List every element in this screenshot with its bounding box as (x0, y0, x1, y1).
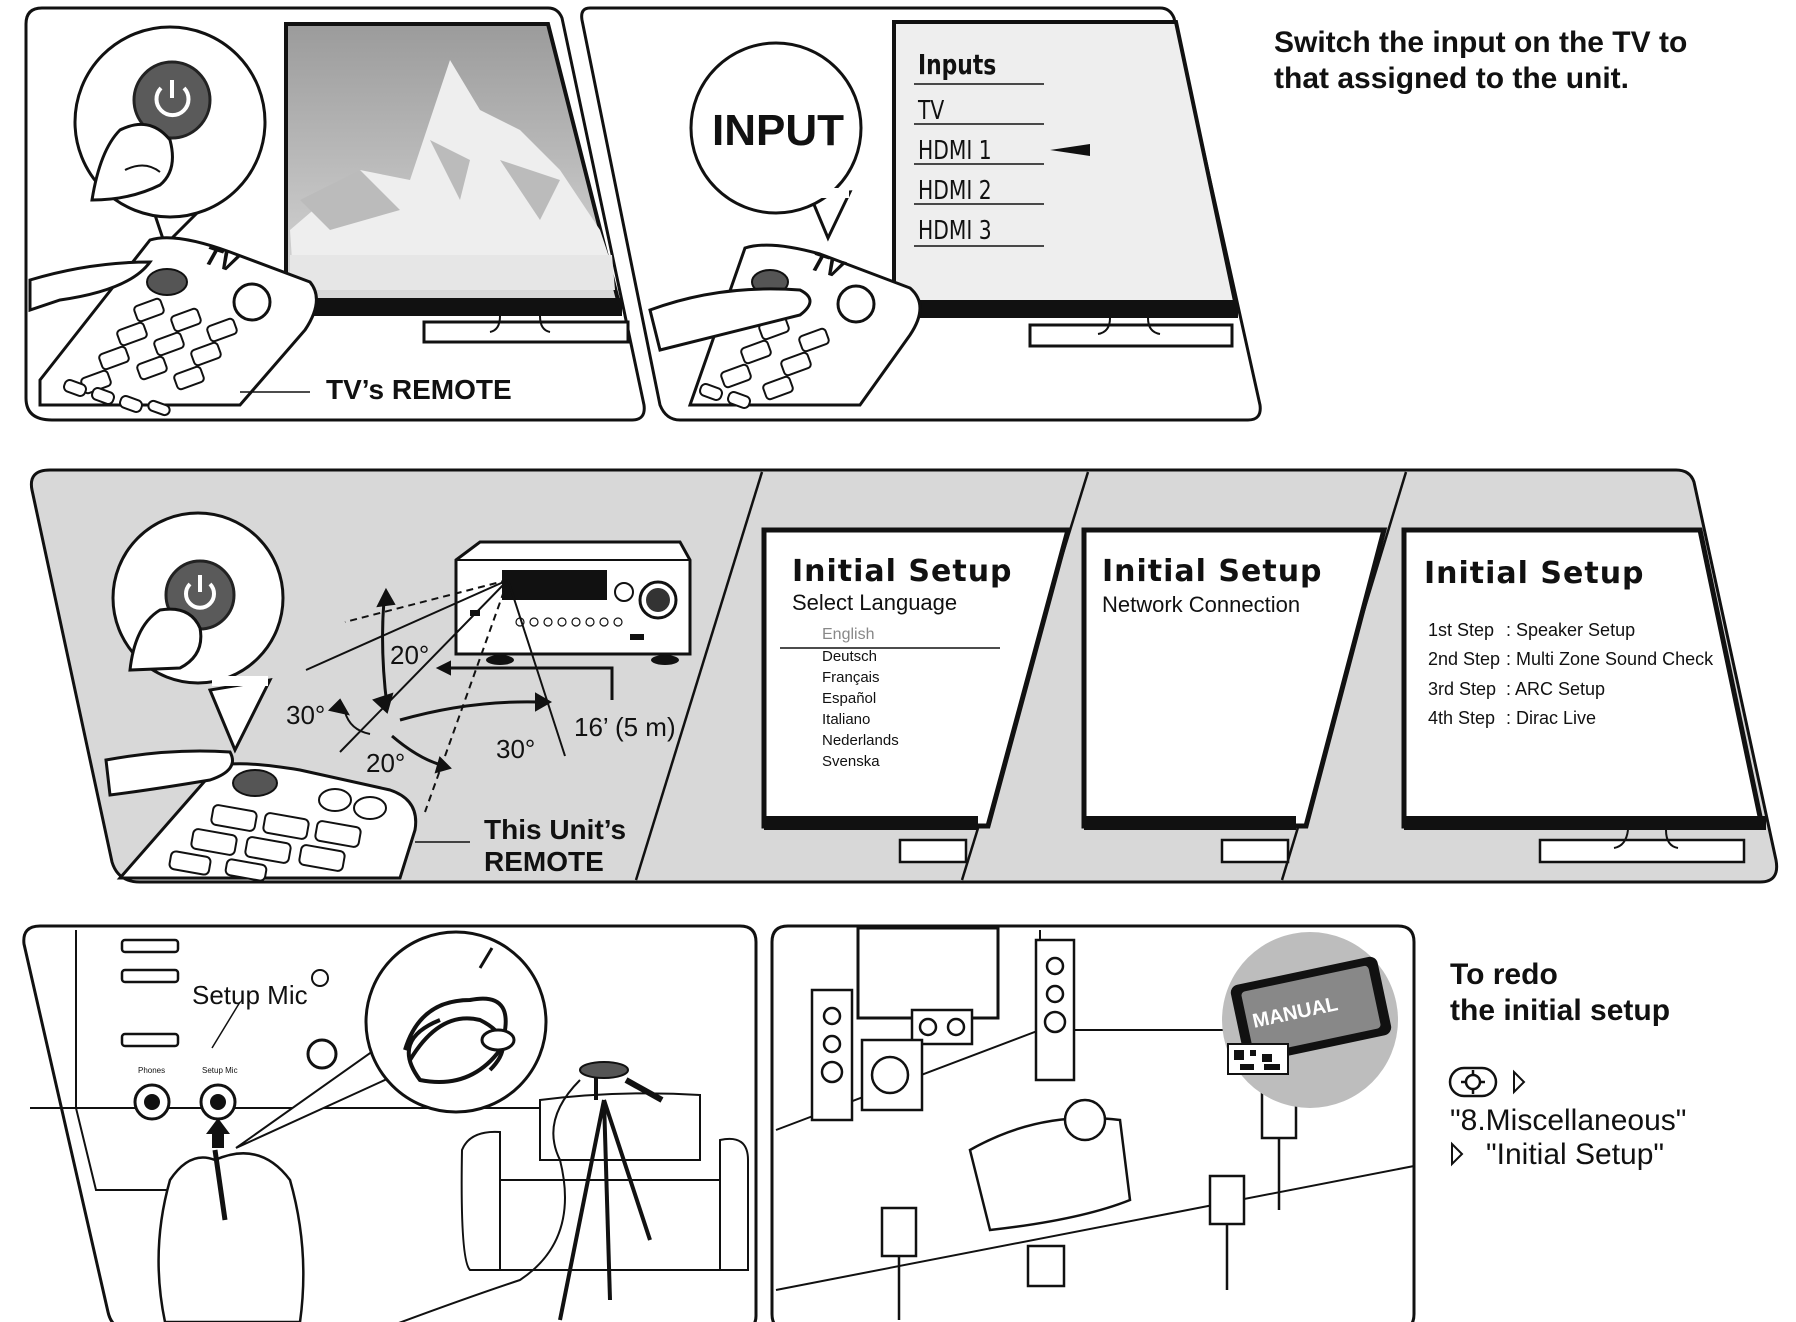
step-name: : Dirac Live (1506, 708, 1596, 729)
language-option: Svenska (822, 753, 880, 770)
language-option: Español (822, 690, 876, 707)
screen1-title: Initial Setup (792, 554, 1013, 589)
inputs-menu-item: HDMI 1 (918, 136, 992, 166)
angle-label-top-20: 20° (390, 640, 429, 671)
setup-mic-jack-label: Setup Mic (202, 1066, 238, 1075)
redo-title-line-2: the initial setup (1450, 994, 1670, 1028)
unit-remote-label-2: REMOTE (484, 846, 604, 878)
input-bubble-text: INPUT (712, 106, 844, 156)
angle-label-left-30: 30° (286, 700, 325, 731)
angle-label-right-30: 30° (496, 734, 535, 765)
screen2-subtitle: Network Connection (1102, 592, 1300, 618)
step-label: 1st Step (1428, 620, 1494, 641)
setup-mic-label: Setup Mic (192, 980, 308, 1011)
inputs-menu-item: TV (918, 96, 944, 126)
angle-label-bottom-20: 20° (366, 748, 405, 779)
phones-jack-label: Phones (138, 1066, 165, 1075)
step-label: 3rd Step (1428, 679, 1496, 700)
next-arrow-icon (1452, 1144, 1462, 1164)
inputs-menu-title: Inputs (918, 48, 996, 81)
step-name: : ARC Setup (1506, 679, 1605, 700)
panel-tv-power (26, 8, 644, 420)
step-name: : Speaker Setup (1506, 620, 1635, 641)
distance-label: 16’ (5 m) (574, 712, 676, 743)
redo-title-line-1: To redo (1450, 958, 1558, 992)
screen2-title: Initial Setup (1102, 554, 1323, 589)
redo-step-initial-setup: "Initial Setup" (1486, 1138, 1664, 1172)
language-option: Nederlands (822, 732, 899, 749)
tv-remote-label: TV’s REMOTE (326, 374, 512, 406)
panel-initial-setup-band (31, 470, 1776, 882)
setup-mic-jack (201, 1085, 235, 1119)
tv-on-wall (858, 928, 998, 1018)
language-option: Italiano (822, 711, 870, 728)
qr-code-icon (1228, 1044, 1288, 1074)
instruction-line-2: that assigned to the unit. (1274, 62, 1629, 96)
av-receiver (456, 542, 690, 665)
inputs-menu-item: HDMI 2 (918, 176, 992, 206)
step-label: 4th Step (1428, 708, 1495, 729)
next-arrow-icon (1514, 1072, 1524, 1092)
step-label: 2nd Step (1428, 649, 1500, 670)
language-option: Deutsch (822, 648, 877, 665)
redo-step-miscellaneous: "8.Miscellaneous" (1450, 1104, 1686, 1138)
instruction-line-1: Switch the input on the TV to (1274, 26, 1687, 60)
panel-setup-mic (24, 926, 756, 1322)
panel-room-speakers (772, 926, 1414, 1322)
tv-screen-mountain (286, 24, 628, 342)
unit-remote-label-1: This Unit’s (484, 814, 626, 846)
step-name: : Multi Zone Sound Check (1506, 649, 1713, 670)
screen1-subtitle: Select Language (792, 590, 957, 616)
phones-jack (135, 1085, 169, 1119)
language-option: Français (822, 669, 880, 686)
settings-button-icon (1450, 1068, 1496, 1096)
language-option: English (822, 626, 874, 644)
inputs-menu-item: HDMI 3 (918, 216, 992, 246)
screen3-title: Initial Setup (1424, 556, 1645, 591)
